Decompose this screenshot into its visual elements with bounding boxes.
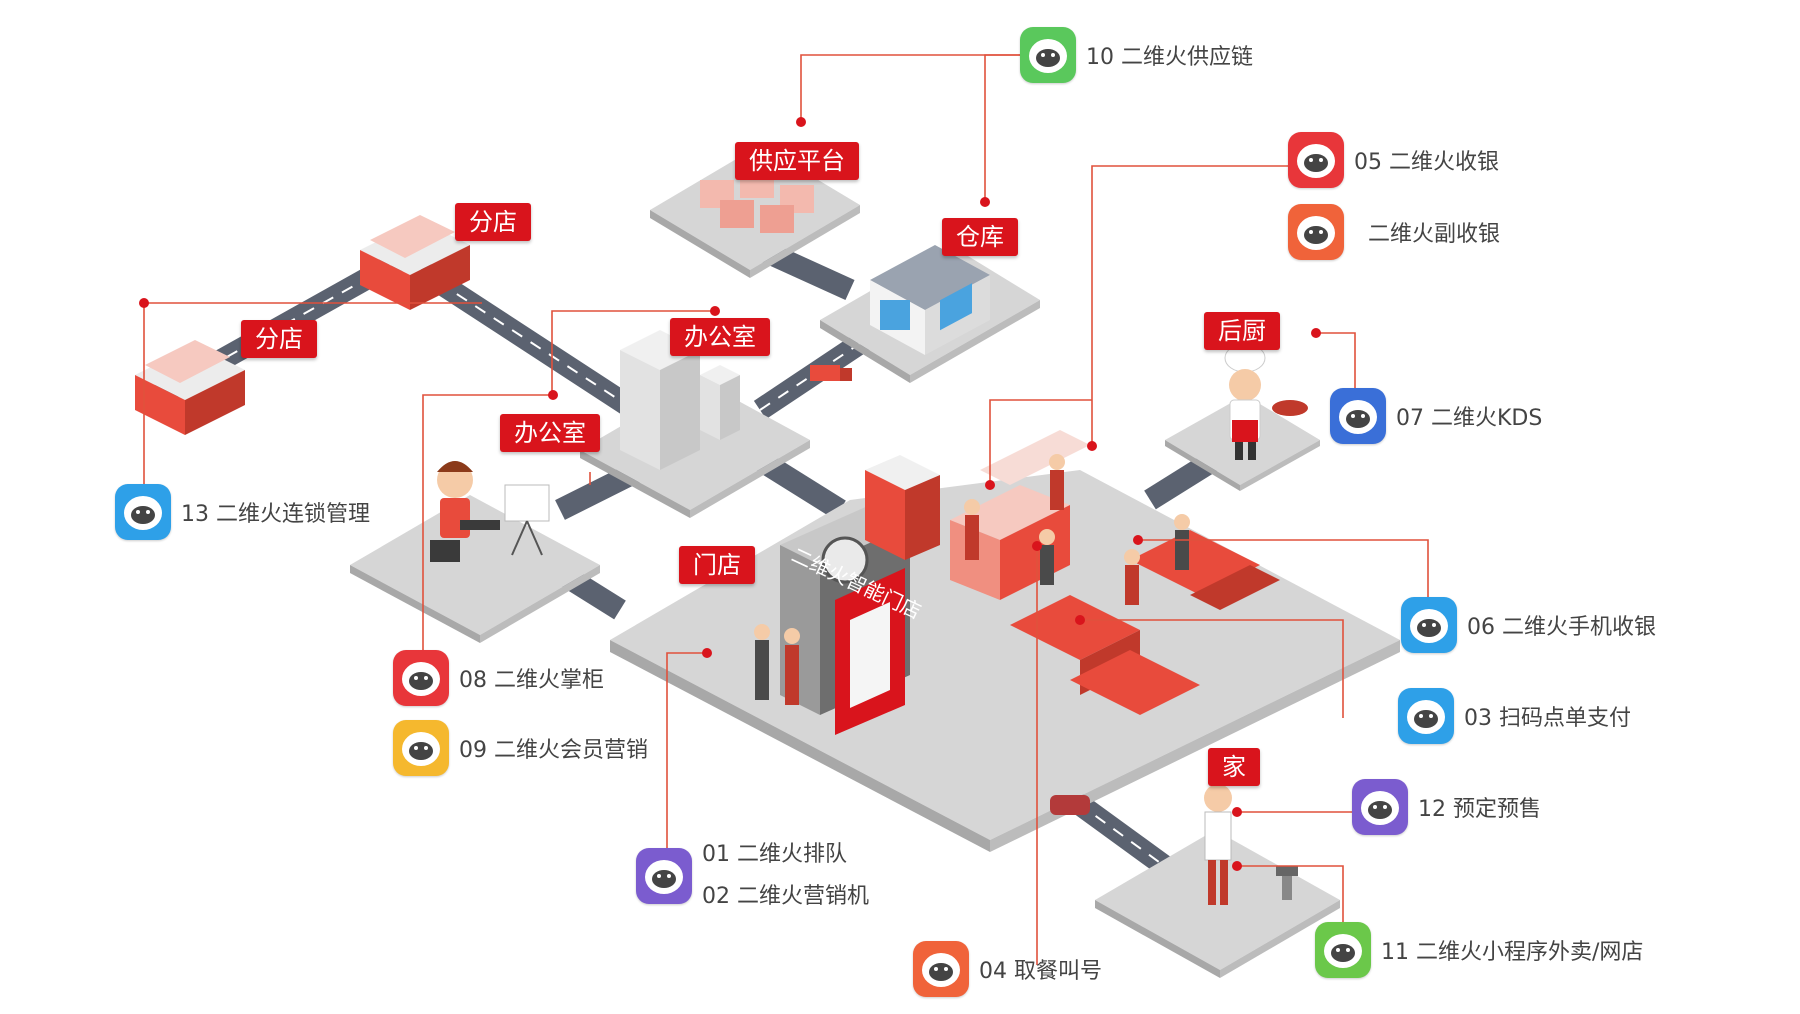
app-label: 09 二维火会员营销 xyxy=(459,738,648,763)
chain-management-app-icon xyxy=(115,484,171,540)
app-manager[interactable]: 08 二维火掌柜 xyxy=(393,650,604,706)
pickup-call-app-icon xyxy=(913,941,969,997)
tag-branch-top: 分店 xyxy=(455,203,531,241)
office-towers xyxy=(620,330,740,470)
supply-chain-app-icon xyxy=(1020,27,1076,83)
app-label: 07 二维火KDS xyxy=(1396,406,1543,431)
warehouse-building xyxy=(870,245,990,355)
platform-home xyxy=(1095,830,1340,978)
tag-supply-platform: 供应平台 xyxy=(735,142,859,180)
app-label: 12 预定预售 xyxy=(1418,797,1541,822)
app-kds[interactable]: 07 二维火KDS xyxy=(1330,388,1542,444)
tag-kitchen: 后厨 xyxy=(1204,312,1280,350)
app-label-marketing-machine: 02 二维火营销机 xyxy=(702,884,869,909)
queue-app-icon xyxy=(636,848,692,904)
app-label: 06 二维火手机收银 xyxy=(1467,615,1656,640)
branch-shop-top xyxy=(360,215,470,310)
store-building xyxy=(780,455,940,735)
app-queue-marketing[interactable]: 01 二维火排队 02 二维火营销机 xyxy=(636,834,869,918)
app-label-queue: 01 二维火排队 xyxy=(702,842,847,867)
connector-dots xyxy=(139,117,1321,871)
reservation-app-icon xyxy=(1352,779,1408,835)
office-worker xyxy=(430,461,550,562)
app-mini-program[interactable]: 11 二维火小程序外卖/网店 xyxy=(1315,922,1643,978)
app-label: 13 二维火连锁管理 xyxy=(181,502,370,527)
scan-order-pay-app-icon xyxy=(1398,688,1454,744)
chef xyxy=(1224,343,1308,460)
app-label: 03 扫码点单支付 xyxy=(1464,706,1631,731)
kds-app-icon xyxy=(1330,388,1386,444)
tag-office-top: 办公室 xyxy=(670,318,770,356)
app-scan-order-pay[interactable]: 03 扫码点单支付 xyxy=(1398,688,1631,744)
home-person xyxy=(1204,784,1298,905)
branch-shop-left xyxy=(135,340,245,435)
app-sub-pos[interactable]: 二维火副收银 xyxy=(1288,204,1500,260)
connector-lines xyxy=(143,54,1429,965)
app-chain-management[interactable]: 13 二维火连锁管理 xyxy=(115,484,370,540)
pos-app-icon xyxy=(1288,132,1344,188)
sub-pos-app-icon xyxy=(1288,204,1344,260)
app-pickup-call[interactable]: 04 取餐叫号 xyxy=(913,941,1102,997)
tag-home: 家 xyxy=(1208,748,1260,786)
app-label: 05 二维火收银 xyxy=(1354,150,1499,175)
tag-branch-left: 分店 xyxy=(241,320,317,358)
tag-store: 门店 xyxy=(679,546,755,584)
app-mobile-pos[interactable]: 06 二维火手机收银 xyxy=(1401,597,1656,653)
app-label: 10 二维火供应链 xyxy=(1086,45,1253,70)
booth-seating xyxy=(1010,530,1280,715)
app-reservation[interactable]: 12 预定预售 xyxy=(1352,779,1541,835)
app-label: 二维火副收银 xyxy=(1368,222,1501,247)
manager-app-icon xyxy=(393,650,449,706)
app-supply-chain[interactable]: 10 二维火供应链 xyxy=(1020,27,1253,83)
platform-office-left xyxy=(350,495,600,643)
app-label: 08 二维火掌柜 xyxy=(459,668,604,693)
car xyxy=(1050,795,1090,815)
app-label: 04 取餐叫号 xyxy=(979,959,1102,984)
app-pos[interactable]: 05 二维火收银 xyxy=(1288,132,1499,188)
tag-warehouse: 仓库 xyxy=(942,218,1018,256)
app-member-marketing[interactable]: 09 二维火会员营销 xyxy=(393,720,648,776)
member-marketing-app-icon xyxy=(393,720,449,776)
delivery-truck xyxy=(810,365,852,381)
app-label: 11 二维火小程序外卖/网店 xyxy=(1381,940,1644,965)
tag-office-left: 办公室 xyxy=(500,414,600,452)
mobile-pos-app-icon xyxy=(1401,597,1457,653)
mini-program-app-icon xyxy=(1315,922,1371,978)
